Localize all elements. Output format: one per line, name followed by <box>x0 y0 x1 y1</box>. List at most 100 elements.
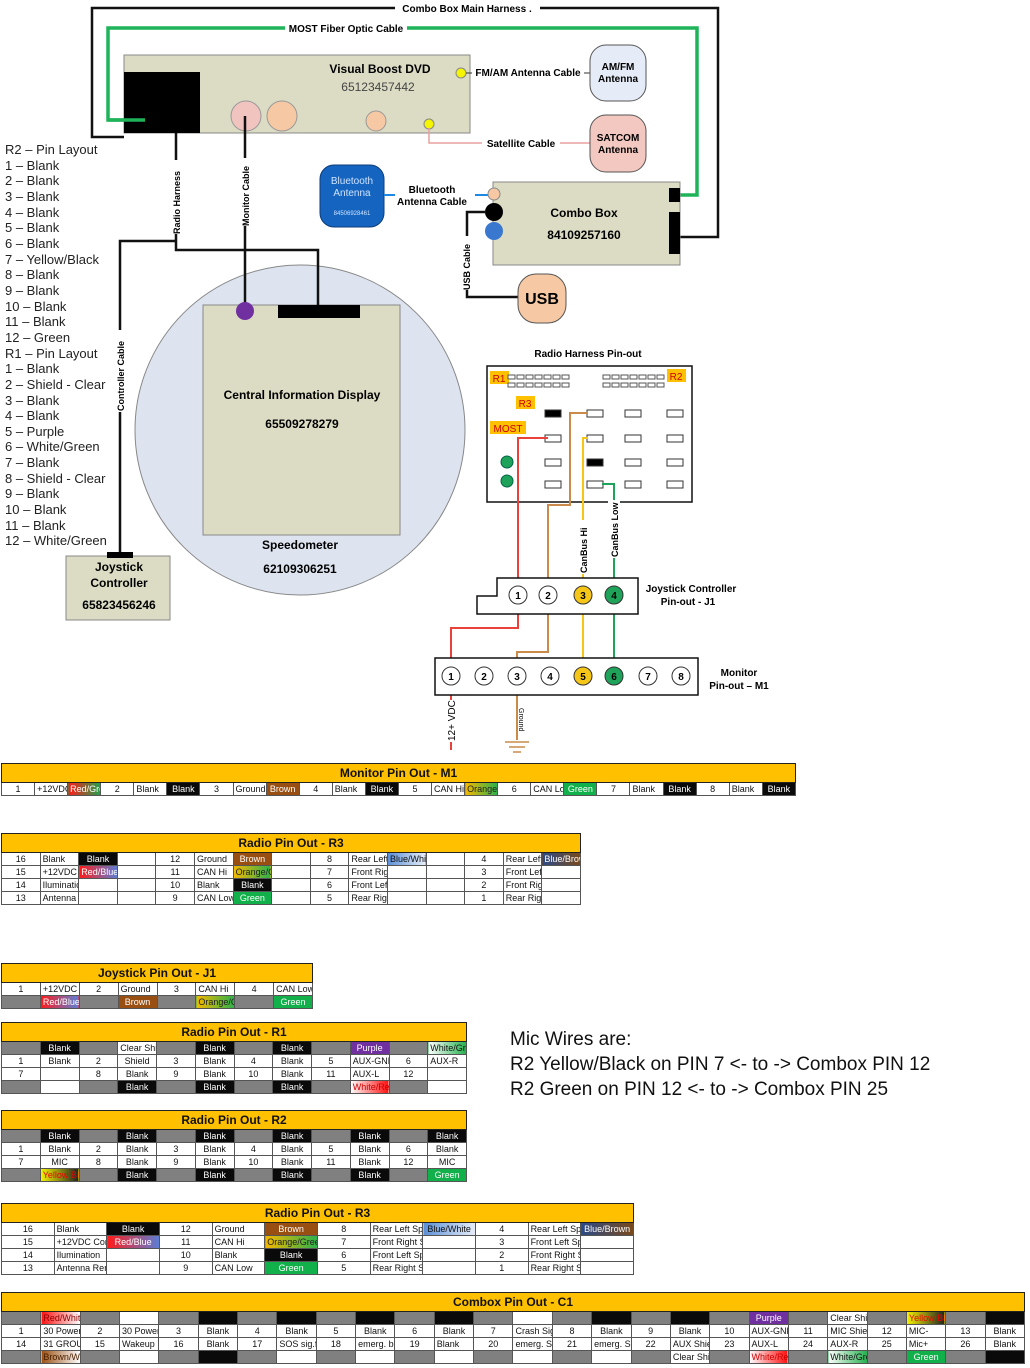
pin-circle <box>441 666 461 686</box>
table-cell: CAN Hi <box>193 865 234 879</box>
mic-wires-note: Mic Wires are: R2 Yellow/Black on PIN 7 … <box>510 1027 930 1102</box>
table-cell: Rear Right Speaker + <box>502 891 543 905</box>
table-cell: Brown <box>117 995 158 1009</box>
table-cell: Clear Shield <box>117 1041 157 1055</box>
table-cell: Blank <box>349 1168 390 1182</box>
table-cell: Blank <box>78 852 118 866</box>
table-cell: White/Red <box>748 1350 789 1364</box>
table-cell: 2 <box>464 878 504 892</box>
monitor-m1-table: Monitor Pin Out - M11+12VDC SwitchRed/Gr… <box>0 763 797 796</box>
table-cell: Brown <box>232 852 273 866</box>
table-cell <box>119 1350 160 1364</box>
table-cell <box>433 1311 475 1325</box>
table-cell: Rear Left Speaker + <box>527 1222 582 1236</box>
table-cell: Blank <box>211 1248 266 1262</box>
most-label: MOST <box>494 424 523 435</box>
combo-box-unit <box>492 181 681 266</box>
table-cell: Green <box>427 1168 467 1182</box>
table-cell: 4 <box>237 1324 278 1338</box>
table-cell <box>591 1350 632 1364</box>
canbus-low-label: CanBus Low <box>610 501 620 557</box>
table-cell: 13 <box>1 1261 55 1275</box>
table-cell <box>197 1311 239 1325</box>
table-cell: AUX Shield <box>669 1337 711 1351</box>
table-cell: 13 <box>945 1324 986 1338</box>
table-cell: 30 Power+ 10A <box>40 1324 81 1338</box>
pin-list-item: 9 – Blank <box>5 486 60 502</box>
pin-number: 7 <box>645 672 651 683</box>
table-cell <box>315 1350 357 1364</box>
satcom-antenna <box>589 114 647 173</box>
table-cell: Blank <box>197 1324 239 1338</box>
table-cell: Blank <box>117 1155 157 1169</box>
pin-circle <box>538 585 558 605</box>
table-cell <box>551 1350 593 1364</box>
table-cell: 4 <box>298 782 333 796</box>
connector-pin <box>525 374 534 380</box>
table-cell: Blank <box>272 1041 312 1055</box>
am-fm-antenna <box>589 44 647 102</box>
table-cell: Front Left Speaker - <box>348 878 388 892</box>
table-cell <box>78 1129 119 1143</box>
dvd-title: Visual Boost DVD <box>329 62 430 76</box>
table-cell: 15 <box>1 1235 55 1249</box>
table-cell: Blank <box>331 782 366 796</box>
table-cell: Blank <box>117 1168 157 1182</box>
table-cell: Purple <box>748 1311 789 1325</box>
table-cell: 7 <box>309 865 350 879</box>
table-cell: 11 <box>158 1235 213 1249</box>
table-cell: 2 <box>474 1248 529 1262</box>
table-cell <box>580 1248 634 1262</box>
connector-pin <box>602 382 611 388</box>
table-cell: 6 <box>497 782 532 796</box>
table-cell: 2 <box>78 1142 119 1156</box>
table-cell <box>512 1311 553 1325</box>
table-cell <box>1 1129 41 1143</box>
r2-label: R2 <box>670 372 683 383</box>
table-title: Joystick Pin Out - J1 <box>1 963 313 983</box>
table-row: Yellow BlackBlankBlankBlankBlankGreen <box>1 1168 467 1182</box>
satcom-antenna-label: SATCOM <box>597 133 640 144</box>
table-cell: 4 <box>234 982 275 996</box>
table-cell: CAN Low <box>273 982 313 996</box>
ground-icon <box>505 741 529 753</box>
table-cell: 1 <box>0 782 36 796</box>
table-cell: 1 <box>1 982 41 996</box>
table-cell: Blank <box>39 1041 80 1055</box>
table-row: Brown/WhiteClear ShieldWhite/RedWhite/Gr… <box>0 1350 1026 1364</box>
table-cell: 8 <box>78 1067 119 1081</box>
table-cell: 10 <box>709 1324 750 1338</box>
table-cell: 16 <box>158 1337 199 1351</box>
connector-pin <box>656 374 665 380</box>
table-cell <box>119 1311 160 1325</box>
table-cell: MIC Shield <box>827 1324 868 1338</box>
table-row: 1+12VDC SwitchRed/Green2BlankBlank3Groun… <box>0 782 797 796</box>
bluetooth-antenna-label-2: Antenna <box>333 188 371 199</box>
table-cell: AUX-R <box>427 1054 467 1068</box>
pin-circle <box>604 585 624 605</box>
cid-part-number: 65509278279 <box>265 417 339 431</box>
table-cell: Mic+ <box>905 1337 947 1351</box>
table-cell: 23 <box>709 1337 750 1351</box>
canbus-hi-label: CanBus Hi <box>579 527 589 573</box>
table-cell: 5 <box>397 782 433 796</box>
table-cell: 1 <box>1 1054 41 1068</box>
table-cell <box>116 865 157 879</box>
table-cell: 15 <box>1 865 41 879</box>
table-cell: Blank <box>133 782 168 796</box>
m1-label: Monitor <box>721 668 758 679</box>
table-cell: Front Left Speaker - <box>369 1248 424 1262</box>
table-cell: Rear Left Speaker - <box>369 1222 424 1236</box>
table-cell <box>116 891 157 905</box>
table-cell: Green <box>563 782 598 796</box>
table-cell: Blank <box>728 782 763 796</box>
table-cell <box>425 878 466 892</box>
pin-list-item: 8 – Blank <box>5 267 60 283</box>
controller-cable-label: Controller Cable <box>116 341 126 411</box>
connector-pin <box>507 382 516 388</box>
table-cell: 5 <box>309 891 350 905</box>
